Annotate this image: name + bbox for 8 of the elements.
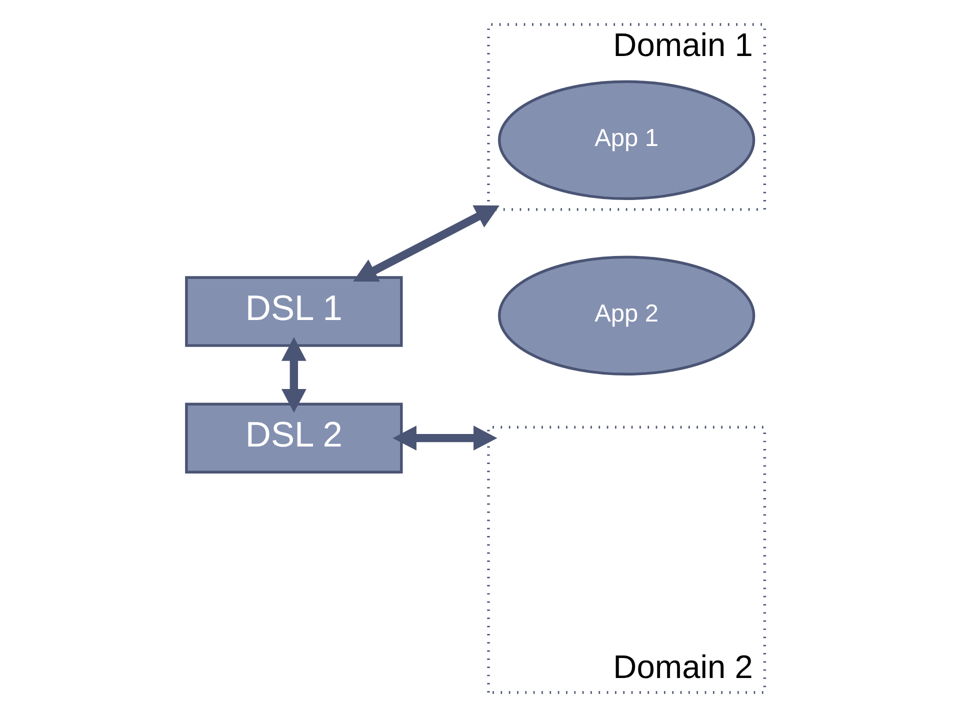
arrow: [280, 337, 306, 413]
arrow: [352, 205, 499, 282]
node-ellipse: App 2: [498, 256, 755, 376]
node-ellipse: App 1: [498, 80, 755, 200]
node-box: DSL 1: [184, 276, 402, 347]
arrow: [392, 426, 497, 451]
node-box: Domain 2: [486, 426, 766, 694]
node-box: DSL 2: [184, 402, 402, 474]
